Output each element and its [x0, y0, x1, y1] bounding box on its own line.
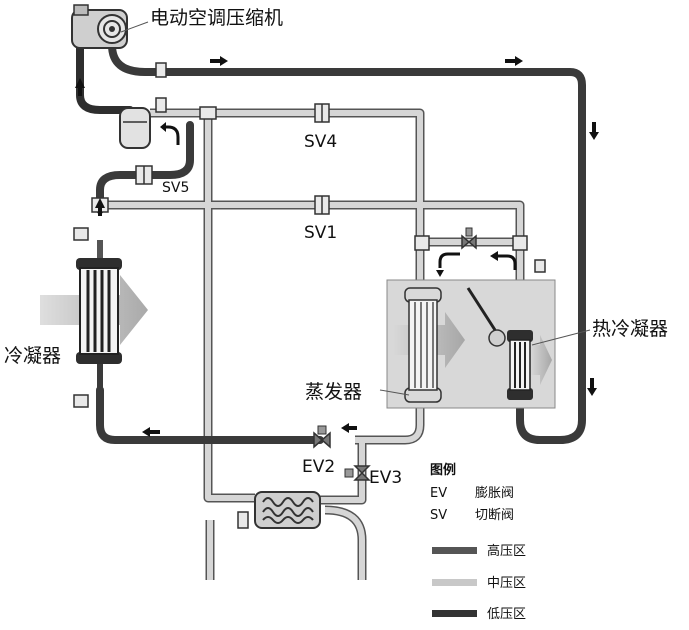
legend-swatch-low [432, 610, 477, 617]
leader-lines [120, 21, 591, 396]
ev3-valve [344, 465, 371, 481]
legend-swatch-mid [432, 579, 477, 586]
legend-code-ev: EV [430, 486, 447, 501]
legend-meaning-ev: 膨胀阀 [475, 486, 514, 501]
sv1-valve [314, 195, 330, 215]
compressor-label: 电动空调压缩机 [150, 7, 283, 29]
evaporator [404, 287, 442, 403]
legend-zone-mid: 中压区 [487, 576, 526, 591]
mid-pressure-pipes [100, 108, 525, 580]
legend-swatch-high [432, 547, 477, 554]
legend-zone-low: 低压区 [487, 607, 526, 622]
condenser [40, 240, 148, 392]
chiller [254, 491, 321, 529]
ev3-label: EV3 [369, 468, 402, 488]
bypass-valve [461, 227, 477, 250]
condenser-label: 冷凝器 [4, 345, 61, 367]
ev2-valve [313, 425, 331, 449]
curved-arrow-heads [160, 122, 498, 277]
legend-meaning-sv: 切断阀 [475, 508, 514, 523]
sv4-valve [314, 103, 330, 123]
hot-condenser-label: 热冷凝器 [592, 318, 668, 340]
evaporator-label: 蒸发器 [305, 381, 362, 403]
sv5-valve [135, 165, 153, 185]
legend-code-sv: SV [430, 508, 447, 523]
sv4-label: SV4 [304, 132, 337, 152]
compressor [71, 4, 128, 49]
fittings [73, 62, 546, 529]
accumulator [119, 107, 151, 149]
curved-flow-arrows [164, 125, 517, 270]
hot-condenser [507, 330, 533, 400]
flow-arrows [75, 56, 599, 437]
sv5-label: SV5 [162, 180, 189, 196]
legend-title: 图例 [430, 462, 456, 478]
high-low-pressure-pipes [76, 41, 586, 444]
ev2-label: EV2 [302, 457, 335, 477]
legend-zone-high: 高压区 [487, 543, 526, 559]
legend: 图例 EV 膨胀阀 SV 切断阀 高压区 中压区 低压区 [430, 462, 526, 622]
sv1-label: SV1 [304, 223, 337, 243]
